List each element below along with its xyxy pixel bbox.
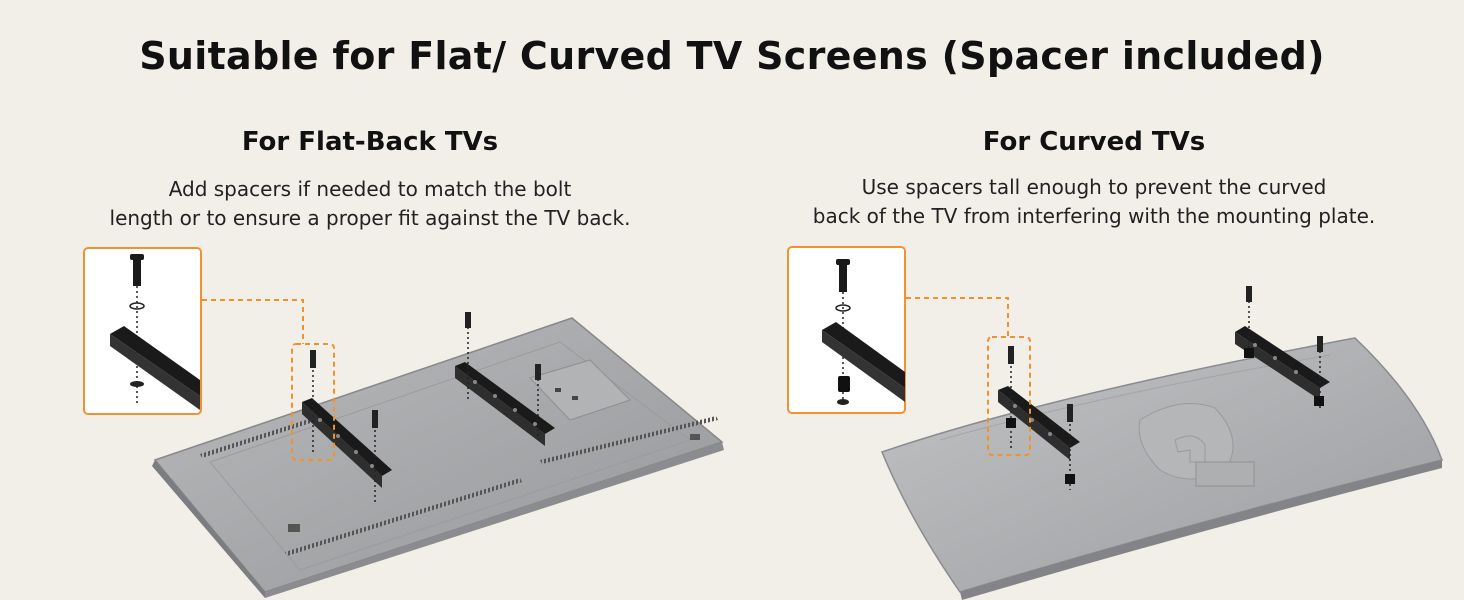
flat-bolts — [310, 312, 541, 505]
flat-tv-vent-top — [200, 416, 320, 458]
curved-tv-heading: For Curved TVs — [982, 127, 1206, 157]
curved-tv-description: Use spacers tall enough to prevent the c… — [764, 173, 1424, 231]
flat-tv-illustration — [83, 247, 724, 598]
flat-tv-vent-bottom — [285, 478, 522, 556]
flat-tv-vent-right — [540, 416, 718, 464]
flat-detail-inset — [83, 247, 202, 415]
flat-tv-description: Add spacers if needed to match the bolt … — [60, 175, 680, 233]
page-title: Suitable for Flat/ Curved TV Screens (Sp… — [139, 34, 1325, 78]
curved-tv-illustration — [787, 246, 1443, 600]
flat-callout-line — [202, 299, 304, 344]
flat-tv-heading: For Flat-Back TVs — [241, 127, 499, 157]
curved-callout-line — [906, 297, 1009, 337]
curved-detail-inset — [787, 246, 906, 414]
curved-tv-description-line-2: back of the TV from interfering with the… — [812, 204, 1376, 228]
flat-right-mounting-bracket — [455, 362, 555, 446]
curved-tv-description-line-1: Use spacers tall enough to prevent the c… — [861, 175, 1327, 199]
curved-bolts-and-spacers — [1006, 286, 1324, 490]
flat-tv-vesa-panel — [529, 359, 631, 421]
flat-left-mounting-bracket — [302, 398, 392, 488]
flat-tv-description-line-1: Add spacers if needed to match the bolt — [168, 177, 572, 201]
flat-tv-description-line-2: length or to ensure a proper fit against… — [109, 206, 631, 230]
flat-tv-back — [153, 317, 724, 593]
curved-right-mounting-bracket — [1235, 326, 1330, 400]
flat-tv-edge — [152, 460, 265, 598]
curved-highlight-box — [987, 336, 1031, 456]
flat-highlight-box — [291, 343, 335, 461]
